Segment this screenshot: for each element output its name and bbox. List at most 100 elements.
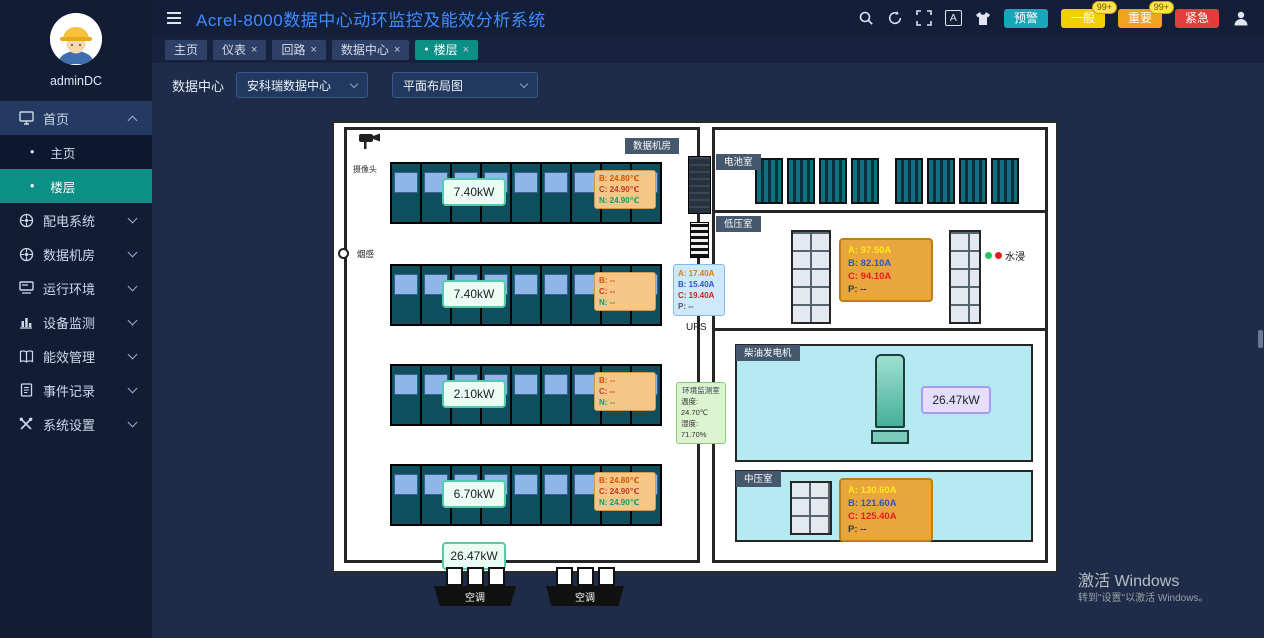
ac-label: 空调: [546, 586, 624, 606]
avatar[interactable]: [50, 13, 102, 65]
environment-temp: 温度: 24.70℃: [681, 397, 709, 417]
datacenter-select[interactable]: 安科瑞数据中心: [236, 72, 369, 98]
sidebar: adminDC 首页 • 主页 • 楼层: [0, 0, 152, 638]
sidebar-item-event-log[interactable]: 事件记录: [0, 373, 152, 407]
tools-icon: [18, 417, 34, 431]
book-icon: [18, 349, 34, 363]
ac-fan: [555, 567, 573, 586]
lv-current-widget[interactable]: A: 97.50A B: 82.10A C: 94.10A P: --: [839, 238, 933, 302]
temperature-widget[interactable]: B: -- C: -- N: --: [594, 372, 656, 411]
hamburger-icon[interactable]: [166, 11, 182, 25]
header-actions: A 预警 一般 99+ 重要 99+ 紧急: [858, 0, 1250, 28]
camera-label: 摄像头: [353, 165, 377, 174]
ups-current-widget[interactable]: A: 17.40A B: 15.40A C: 19.40A P: --: [673, 264, 725, 316]
scrollbar[interactable]: [1258, 330, 1263, 348]
page-title: Acrel-8000数据中心动环监控及能效分析系统: [196, 10, 546, 30]
mv-room: 中压室 A: 130.60A B: 121.60A C: 125.40A P: …: [735, 470, 1033, 542]
temperature-widget[interactable]: B: 24.80℃ C: 24.90℃ N: 24.90℃: [594, 472, 656, 511]
chevron-down-icon: [127, 417, 138, 428]
power-reading-total[interactable]: 26.47kW: [442, 542, 506, 570]
power-reading[interactable]: 7.40kW: [442, 178, 506, 206]
power-reading[interactable]: 2.10kW: [442, 380, 506, 408]
sidebar-item-energy-mgmt[interactable]: 能效管理: [0, 339, 152, 373]
chart-icon: [18, 315, 34, 329]
sidebar-item-device-monitor[interactable]: 设备监测: [0, 305, 152, 339]
document-icon: [18, 383, 34, 397]
ups-line: B: 15.40A: [678, 280, 715, 289]
battery-racks: [755, 158, 1019, 204]
mv-current-widget[interactable]: A: 130.60A B: 121.60A C: 125.40A P: --: [839, 478, 933, 542]
search-icon[interactable]: [858, 10, 874, 26]
close-icon[interactable]: ×: [251, 43, 258, 56]
power-reading[interactable]: 7.40kW: [442, 280, 506, 308]
badge-label: 预警: [1013, 11, 1038, 25]
environment-humidity: 湿度: 71.70%: [681, 419, 707, 439]
ac-fan: [445, 567, 463, 586]
ups-line: A: 17.40A: [678, 269, 715, 278]
watermark-line2: 转到"设置"以激活 Windows。: [1078, 593, 1209, 604]
water-alarm-dot-icon: [995, 252, 1002, 259]
sidebar-item-label: 系统设置: [43, 417, 96, 433]
generator-base: [871, 430, 909, 444]
close-icon[interactable]: ×: [310, 43, 317, 56]
tab-meter[interactable]: 仪表 ×: [213, 39, 267, 60]
rack-cabinet: [542, 366, 570, 424]
chevron-down-icon: [127, 315, 138, 326]
current-line: B: 82.10A: [848, 258, 892, 269]
generator-power-reading[interactable]: 26.47kW: [921, 386, 991, 414]
theme-icon[interactable]: [975, 11, 991, 26]
sidebar-item-power-system[interactable]: 配电系统: [0, 203, 152, 237]
temp-line: B: --: [599, 376, 615, 385]
rack-row: 7.40kW B: 24.80℃ C: 24.90℃ N: 24.90℃: [390, 162, 662, 224]
tab-label: 主页: [174, 42, 199, 57]
chevron-down-icon: [349, 79, 359, 88]
refresh-icon[interactable]: [887, 10, 903, 26]
floor-plan: 数据机房 摄像头 烟感 7.40kW B: 24.80℃ C: 24.90℃: [332, 121, 1058, 606]
alarm-badge-general[interactable]: 一般 99+: [1060, 0, 1117, 28]
alarm-badge-major[interactable]: 重要 99+: [1117, 0, 1174, 28]
ac-fan: [576, 567, 594, 586]
sidebar-subitem-floor[interactable]: • 楼层: [0, 169, 152, 203]
close-icon[interactable]: ×: [393, 43, 401, 56]
alarm-badge-warning[interactable]: 预警: [1003, 8, 1048, 28]
battery-cabinet: [927, 158, 955, 204]
alarm-badge-urgent[interactable]: 紧急: [1174, 8, 1219, 28]
tab-circuit[interactable]: 回路 ×: [272, 39, 326, 60]
sidebar-subitem-main[interactable]: • 主页: [0, 135, 152, 169]
room-label: 数据机房: [624, 138, 679, 154]
sidebar-item-runtime-env[interactable]: 运行环境: [0, 271, 152, 305]
user-icon[interactable]: [1232, 9, 1250, 27]
tab-home[interactable]: 主页: [165, 39, 208, 60]
current-line: P: --: [848, 284, 867, 295]
tab-floor[interactable]: ● 楼层 ×: [415, 39, 479, 60]
power-wing-room: 电池室 低压室 A: 97.50A: [712, 127, 1048, 563]
sidebar-item-data-room[interactable]: 数据机房: [0, 237, 152, 271]
camera-icon: [357, 131, 383, 156]
environment-widget[interactable]: 环境监测室 温度: 24.70℃ 湿度: 71.70%: [676, 382, 726, 444]
fontsize-icon[interactable]: A: [944, 10, 962, 26]
fullscreen-icon[interactable]: [916, 10, 932, 26]
sidebar-item-home[interactable]: 首页: [0, 101, 152, 135]
water-sensor-label: 水浸: [1005, 252, 1025, 263]
sidebar-item-label: 能效管理: [43, 349, 96, 365]
content-area: 数据中心 安科瑞数据中心 平面布局图 数据机房 摄: [152, 63, 1264, 638]
tab-datacenter[interactable]: 数据中心 ×: [331, 39, 410, 60]
tab-label: 回路: [281, 42, 306, 57]
generator-room: 柴油发电机 26.47kW: [735, 344, 1033, 462]
mv-switchgear-cabinet: [790, 481, 832, 535]
sidebar-item-system-settings[interactable]: 系统设置: [0, 407, 152, 441]
badge-label: 紧急: [1184, 11, 1209, 25]
temperature-widget[interactable]: B: -- C: -- N: --: [594, 272, 656, 311]
temp-line: B: 24.80℃: [599, 174, 640, 183]
power-reading[interactable]: 6.70kW: [442, 480, 506, 508]
layout-select-value: 平面布局图: [403, 78, 464, 93]
ups-cabinet: [688, 156, 711, 214]
water-ok-dot-icon: [985, 252, 992, 259]
temp-line: N: --: [599, 298, 615, 307]
rack-row: 7.40kW B: -- C: -- N: --: [390, 264, 662, 326]
close-icon[interactable]: ×: [462, 43, 470, 56]
temperature-widget[interactable]: B: 24.80℃ C: 24.90℃ N: 24.90℃: [594, 170, 656, 209]
rack-cabinet: [512, 466, 540, 524]
layout-select[interactable]: 平面布局图: [392, 72, 539, 98]
chevron-down-icon: [127, 281, 138, 292]
